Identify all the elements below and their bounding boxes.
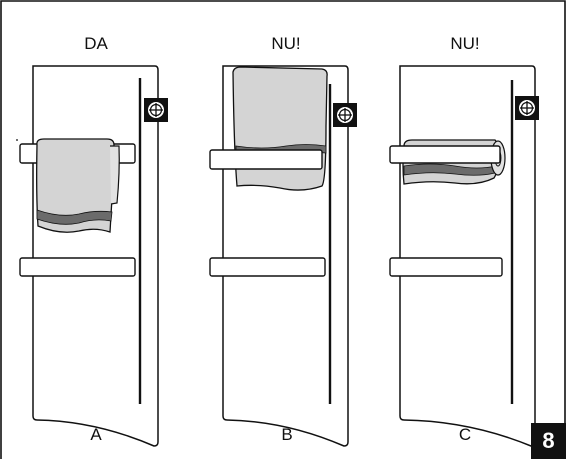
panel-a-letter: A: [90, 425, 102, 444]
control-knob-icon: [515, 96, 539, 120]
figure-number-badge: 8: [531, 423, 566, 459]
upper-bar: [209, 149, 323, 170]
panel-b-status-label: NU!: [271, 34, 301, 53]
control-knob-icon: [144, 98, 168, 122]
lower-bar: [389, 257, 503, 277]
radiator-panel-b: [209, 65, 357, 447]
covering-towel: [232, 66, 328, 191]
panel-a-status-label: DA: [84, 34, 108, 53]
control-knob-icon: [333, 103, 357, 127]
upper-bar: [389, 145, 501, 164]
folded-towel: [36, 138, 120, 233]
radiator-panel-c: [389, 65, 539, 447]
radiator-panel-a: [16, 65, 168, 447]
panel-c-letter: C: [458, 425, 472, 444]
lower-bar: [19, 257, 136, 277]
radiator-body: [399, 65, 536, 447]
panel-b-letter: B: [281, 425, 293, 444]
panel-c-status-label: NU!: [450, 34, 480, 53]
lower-bar: [209, 257, 326, 277]
